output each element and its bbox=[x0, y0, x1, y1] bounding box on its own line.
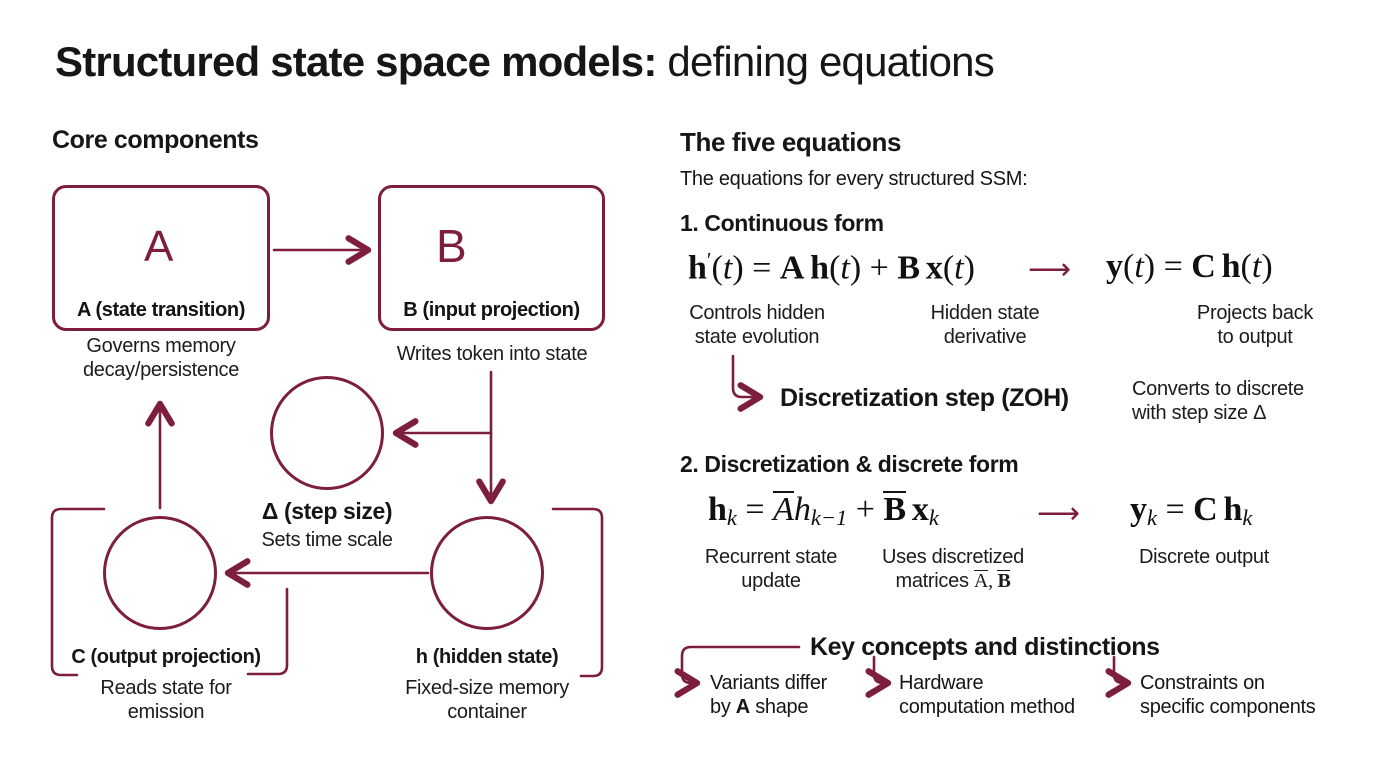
node-h-caption: Fixed-size memory container bbox=[405, 677, 569, 723]
caption-recurrent-update: Recurrent state update bbox=[704, 546, 838, 592]
discretization-step-label: Discretization step (ZOH) bbox=[780, 384, 1069, 412]
node-a-glyph: A bbox=[144, 222, 173, 271]
caption-hidden-derivative: Hidden state derivative bbox=[930, 302, 1040, 348]
page-title: Structured state space models: defining … bbox=[55, 38, 995, 86]
node-delta-circle bbox=[270, 376, 384, 490]
caption-discretized-matrices: Uses discretized matrices A, B bbox=[882, 546, 1024, 592]
node-h-label: h (hidden state) bbox=[415, 646, 559, 668]
caption-discrete-output: Discrete output bbox=[1138, 546, 1270, 568]
discretization-note: Converts to discrete with step size Δ bbox=[1132, 378, 1304, 424]
node-c-caption: Reads state for emission bbox=[100, 677, 232, 723]
node-a-caption: Governs memory decay/persistence bbox=[82, 335, 240, 381]
node-b-glyph: B bbox=[436, 220, 467, 272]
key-concepts-heading: Key concepts and distinctions bbox=[810, 633, 1160, 661]
node-delta-caption: Sets time scale bbox=[261, 529, 393, 551]
long-arrow-icon: ⟶ bbox=[1028, 252, 1072, 287]
node-a-box: A (state transition) bbox=[52, 185, 270, 331]
left-panel-heading: Core components bbox=[52, 126, 259, 154]
section1-heading: 1. Continuous form bbox=[680, 210, 884, 236]
node-a-label: A (state transition) bbox=[77, 299, 245, 321]
key-concept-variants: Variants differ by A shape bbox=[710, 672, 828, 718]
right-panel-heading: The five equations bbox=[680, 127, 902, 157]
caption-matrices-line: matrices A, B bbox=[895, 570, 1011, 592]
node-c-label: C (output projection) bbox=[71, 646, 261, 668]
caption-controls-hidden: Controls hidden state evolution bbox=[689, 302, 825, 348]
node-h-circle bbox=[430, 516, 544, 630]
arrow-discretization bbox=[733, 356, 758, 397]
page-title-emphasis: Structured state space models: bbox=[55, 38, 657, 85]
node-c-circle bbox=[103, 516, 217, 630]
node-b-box: B (input projection) bbox=[378, 185, 605, 331]
node-b-label: B (input projection) bbox=[403, 299, 580, 321]
right-panel-subheading: The equations for every structured SSM: bbox=[680, 168, 1028, 190]
caption-projects-back: Projects back to output bbox=[1196, 302, 1314, 348]
node-delta-label: Δ (step size) bbox=[261, 498, 393, 524]
section2-heading: 2. Discretization & discrete form bbox=[680, 451, 1019, 477]
key-concept-hardware: Hardware computation method bbox=[899, 672, 1075, 718]
long-arrow-icon: ⟶ bbox=[1037, 496, 1081, 531]
node-b-caption: Writes token into state bbox=[396, 343, 588, 365]
page-title-rest: defining equations bbox=[656, 38, 994, 85]
bracket-right bbox=[553, 509, 602, 676]
key-concept-constraints: Constraints on specific components bbox=[1140, 672, 1316, 718]
